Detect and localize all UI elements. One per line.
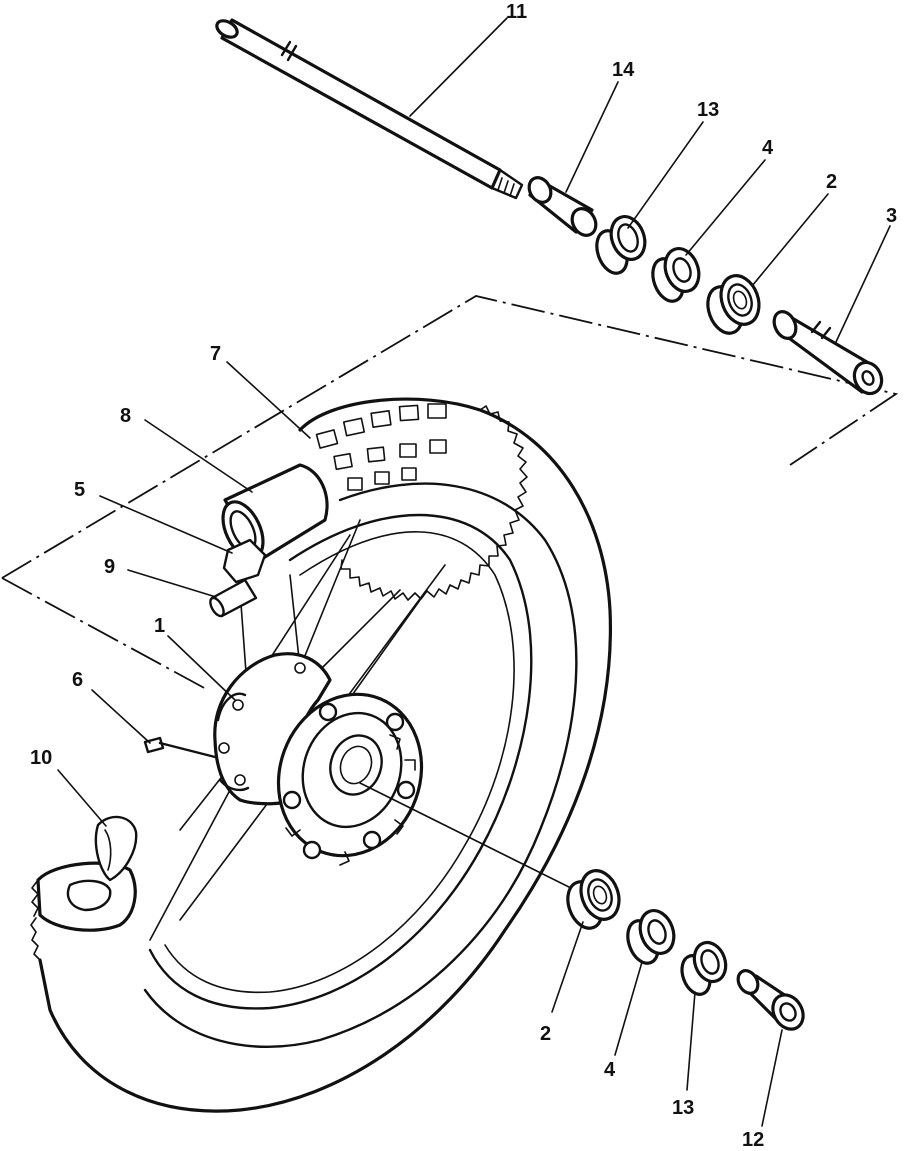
callout-13-upper: 13 <box>697 99 719 121</box>
callout-3: 3 <box>886 205 897 227</box>
callout-4-upper: 4 <box>762 137 774 159</box>
hub <box>213 652 424 866</box>
seal-4-upper <box>651 247 701 303</box>
callout-4-lower: 4 <box>604 1059 616 1081</box>
bearing-2-upper <box>706 274 761 335</box>
callout-11: 11 <box>506 1 527 23</box>
callout-12: 12 <box>742 1129 764 1151</box>
spacer-12 <box>736 969 805 1031</box>
callout-8: 8 <box>120 405 131 427</box>
callout-14: 14 <box>612 59 635 81</box>
spoke-nipple <box>143 736 217 759</box>
callout-1: 1 <box>154 615 165 637</box>
rim-band-part <box>94 815 138 882</box>
callout-2-upper: 2 <box>826 171 837 193</box>
callout-10: 10 <box>30 747 52 769</box>
spacer-14 <box>527 176 598 237</box>
callout-2-lower: 2 <box>540 1023 551 1045</box>
callout-labels: 11 14 13 4 2 3 7 8 5 9 1 6 10 2 4 13 12 <box>30 1 897 1151</box>
axle-centerline-lower <box>359 782 586 896</box>
rim-lock-assembly <box>209 463 329 618</box>
callout-5: 5 <box>74 479 85 501</box>
callout-9: 9 <box>104 556 115 578</box>
spacer-3 <box>772 310 884 396</box>
callout-13-lower: 13 <box>672 1097 694 1119</box>
callout-7: 7 <box>210 343 221 365</box>
bearing-2-lower <box>566 869 621 930</box>
collar-13-upper <box>595 215 647 275</box>
tire-knobs <box>315 403 447 491</box>
axle <box>215 18 524 200</box>
assembly-boundary <box>1 295 899 691</box>
collar-13-lower <box>680 940 728 996</box>
seal-4-lower <box>626 909 676 965</box>
callout-6: 6 <box>72 669 83 691</box>
leader-lines <box>57 17 891 1127</box>
